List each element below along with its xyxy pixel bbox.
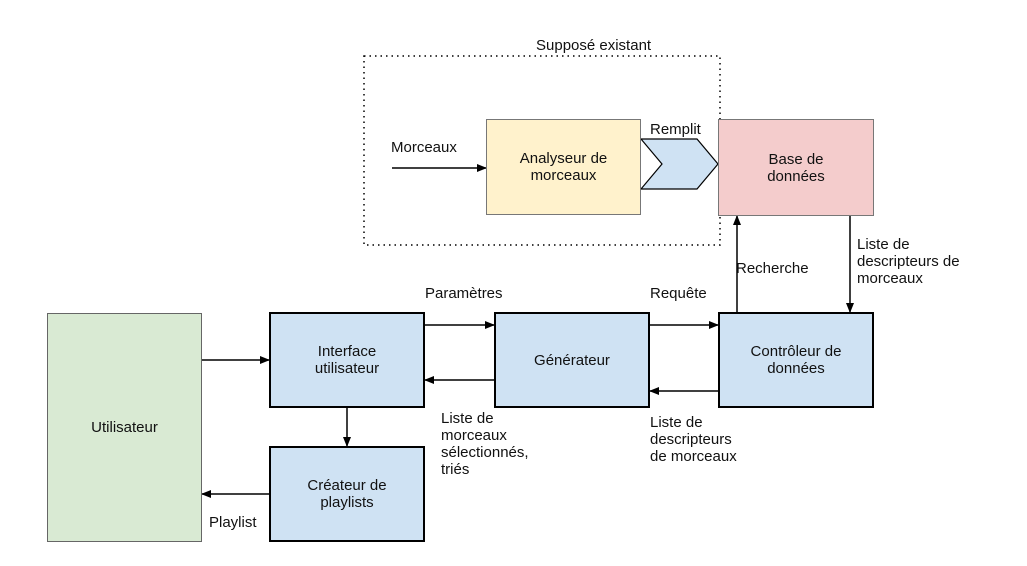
node-interface-label: Interface utilisateur — [314, 343, 380, 377]
node-createur-label: Créateur de playlists — [307, 477, 387, 511]
existing-region-border — [363, 55, 721, 246]
edge-label-liste-selectionnes: Liste de morceaux sélectionnés, triés — [441, 410, 529, 478]
edge-label-morceaux: Morceaux — [391, 139, 457, 156]
node-analyseur-morceaux[interactable]: Analyseur de morceaux — [486, 119, 641, 215]
edge-label-requete: Requête — [650, 285, 707, 302]
region-label: Supposé existant — [536, 37, 652, 54]
node-analyseur-label: Analyseur de morceaux — [519, 150, 608, 184]
node-interface-utilisateur[interactable]: Interface utilisateur — [269, 312, 425, 408]
node-utilisateur[interactable]: Utilisateur — [47, 313, 202, 542]
edge-label-remplit: Remplit — [650, 121, 701, 138]
node-base-donnees[interactable]: Base de données — [718, 119, 874, 216]
node-utilisateur-label: Utilisateur — [91, 419, 158, 436]
edge-label-parametres: Paramètres — [425, 285, 503, 302]
edge-label-playlist: Playlist — [209, 514, 257, 531]
node-generateur[interactable]: Générateur — [494, 312, 650, 408]
node-generateur-label: Générateur — [534, 351, 610, 369]
edge-label-liste-descripteurs-db: Liste de descripteurs de morceaux — [857, 236, 960, 287]
edge-label-liste-descripteurs-ctrl: Liste de descripteurs de morceaux — [650, 414, 737, 465]
edge-label-recherche: Recherche — [736, 260, 809, 277]
node-createur-playlists[interactable]: Créateur de playlists — [269, 446, 425, 542]
node-base-label: Base de données — [767, 150, 825, 185]
remplit-connector-shape — [639, 138, 719, 190]
node-controleur-label: Contrôleur de données — [750, 343, 842, 377]
node-controleur-donnees[interactable]: Contrôleur de données — [718, 312, 874, 408]
